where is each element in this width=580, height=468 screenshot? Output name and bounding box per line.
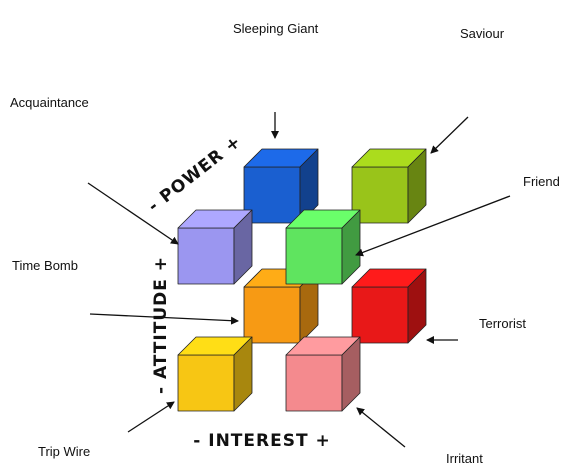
cube-saviour [351,148,427,224]
cube-time-bomb-front [243,286,301,344]
arrow-layer [87,112,511,448]
label-sleeping-giant: Sleeping Giant [233,21,319,36]
cube-acquaintance [177,209,253,285]
cube-irritant-front [285,354,343,412]
arrow-saviour [430,116,469,154]
label-trip-wire: Trip Wire [38,444,90,459]
cube-sleeping-giant-side [299,148,319,224]
arrow-friend [355,195,511,257]
cube-irritant-side [341,336,361,412]
cube-friend-side [341,209,361,285]
axis-attitude: - ATTITUDE + [151,256,171,394]
cube-acquaintance-side [233,209,253,285]
label-irritant: Irritant [446,451,483,466]
cube-terrorist-side [407,268,427,344]
cube-trip-wire-side [233,336,253,412]
cube-sleeping-giant [243,148,319,224]
cube-friend [285,209,361,285]
cube-irritant [285,336,361,412]
arrow-irritant [356,407,406,448]
cube-trip-wire [177,336,253,412]
arrow-acquaintance [87,182,179,245]
axis-interest: - INTEREST + [193,431,330,451]
cube-saviour-side [407,148,427,224]
cube-trip-wire-front [177,354,235,412]
label-time-bomb: Time Bomb [12,258,78,273]
label-terrorist: Terrorist [479,316,526,331]
cube-friend-front [285,227,343,285]
label-friend: Friend [523,174,560,189]
cube-terrorist [351,268,427,344]
cube-terrorist-front [351,286,409,344]
cube-acquaintance-front [177,227,235,285]
arrow-trip-wire [127,401,175,433]
label-acquaintance: Acquaintance [10,95,89,110]
cube-layer [177,148,427,412]
arrow-time-bomb [89,313,239,325]
axis-power: - POWER + [144,132,245,217]
label-saviour: Saviour [460,26,505,41]
